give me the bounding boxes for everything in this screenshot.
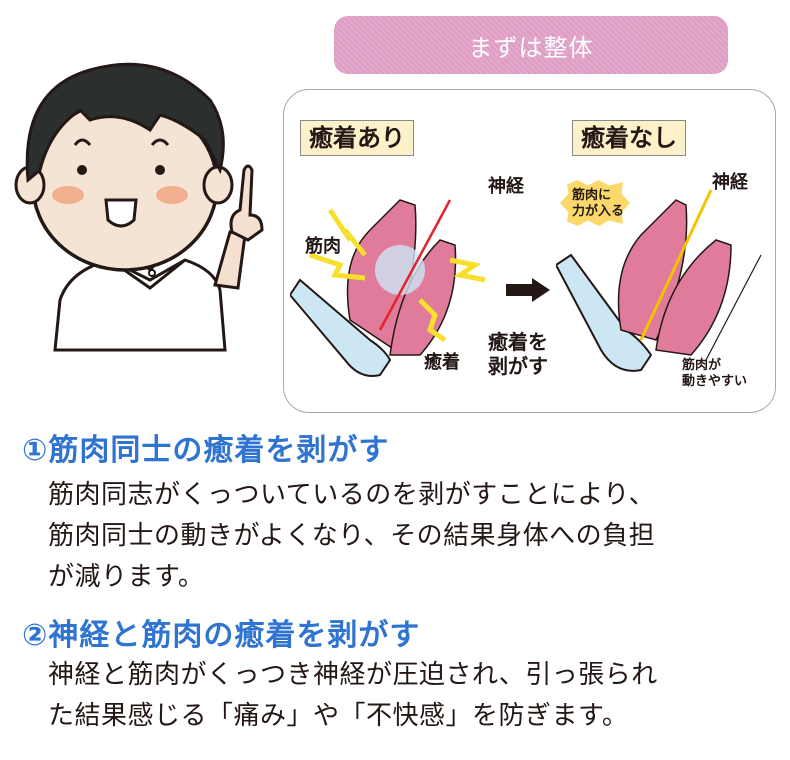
banner-title-text: まずは整体 <box>468 33 594 62</box>
section-1-title: ①筋肉同士の癒着を剥がす <box>22 433 390 468</box>
adhesion-muscle-illustration <box>288 180 490 380</box>
movement-label-line-2: 動きやすい <box>682 374 748 389</box>
movement-label-line-1: 筋肉が <box>682 358 722 373</box>
section-1-line-3: が減ります。 <box>48 562 205 592</box>
section-1-line-1: 筋肉同志がくっついているのを剥がすことにより、 <box>48 480 656 510</box>
section-2-title: ②神経と筋肉の癒着を剥がす <box>22 618 421 653</box>
nerve-label-after: 神経 <box>712 172 748 193</box>
arrow-right-icon <box>506 278 550 306</box>
adhesion-label: 癒着 <box>424 352 460 373</box>
burst-bubble <box>560 180 630 226</box>
muscle-label-before: 筋肉 <box>305 236 341 257</box>
label-without-adhesion-text: 癒着なし <box>581 124 677 152</box>
burst-text-line-1: 筋肉に <box>572 188 612 203</box>
movement-label: 筋肉が 動きやすい <box>682 358 747 390</box>
therapist-character-icon <box>0 20 290 390</box>
section-2-line-1: 神経と筋肉がくっつき神経が圧迫され、引っ張られ <box>48 660 658 690</box>
arrow-caption: 癒着を 剥がす <box>488 330 548 378</box>
section-2-body: 神経と筋肉がくっつき神経が圧迫され、引っ張られ た結果感じる「痛み」や「不快感」… <box>48 655 658 737</box>
banner-title: まずは整体 <box>334 16 728 74</box>
burst-text: 筋肉に 力が入る <box>572 188 624 220</box>
arrow-caption-line-2: 剥がす <box>488 354 548 378</box>
nerve-label-before: 神経 <box>488 176 524 197</box>
section-1-body: 筋肉同志がくっついているのを剥がすことにより、 筋肉同士の動きがよくなり、その結… <box>48 475 655 598</box>
section-2-line-2: た結果感じる「痛み」や「不快感」を防ぎます。 <box>48 701 629 731</box>
section-1-line-2: 筋肉同士の動きがよくなり、その結果身体への負担 <box>48 521 656 551</box>
arrow-caption-line-1: 癒着を <box>488 330 548 354</box>
label-with-adhesion: 癒着あり <box>300 120 414 156</box>
burst-text-line-2: 力が入る <box>572 204 625 219</box>
label-without-adhesion: 癒着なし <box>572 120 686 156</box>
free-muscle-illustration <box>554 180 766 380</box>
label-with-adhesion-text: 癒着あり <box>309 124 405 152</box>
